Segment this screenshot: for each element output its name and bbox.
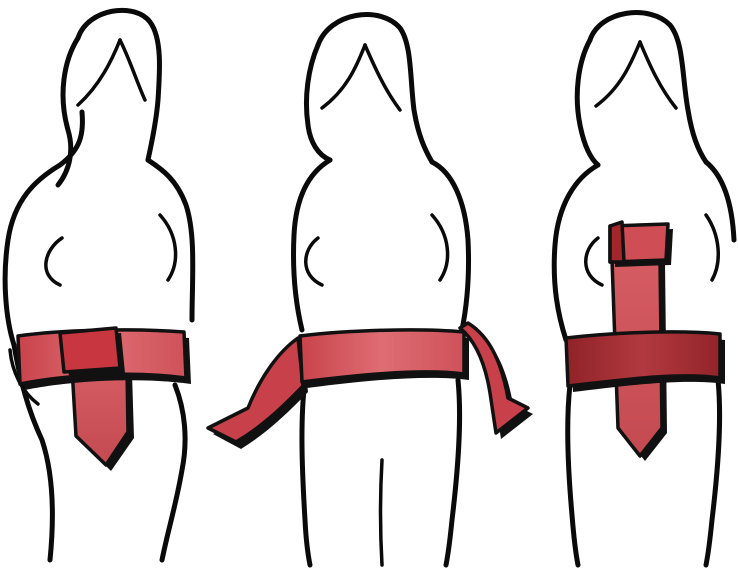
figure-left-sash-tail bbox=[72, 368, 134, 471]
figure-middle-sash-left-end bbox=[208, 338, 308, 449]
figure-right bbox=[554, 13, 734, 565]
figure-right-sash-band bbox=[566, 332, 725, 392]
figure-right-sash-top-flap bbox=[610, 222, 673, 267]
figure-middle-sash-band bbox=[300, 330, 469, 388]
figure-middle bbox=[208, 15, 533, 565]
figure-middle-sash-right-end bbox=[460, 323, 533, 439]
figure-left-sash-knot bbox=[60, 328, 125, 377]
figure-left bbox=[5, 10, 193, 560]
figure-middle-body-outline bbox=[293, 15, 468, 565]
figure-left-body-outline bbox=[5, 10, 193, 560]
